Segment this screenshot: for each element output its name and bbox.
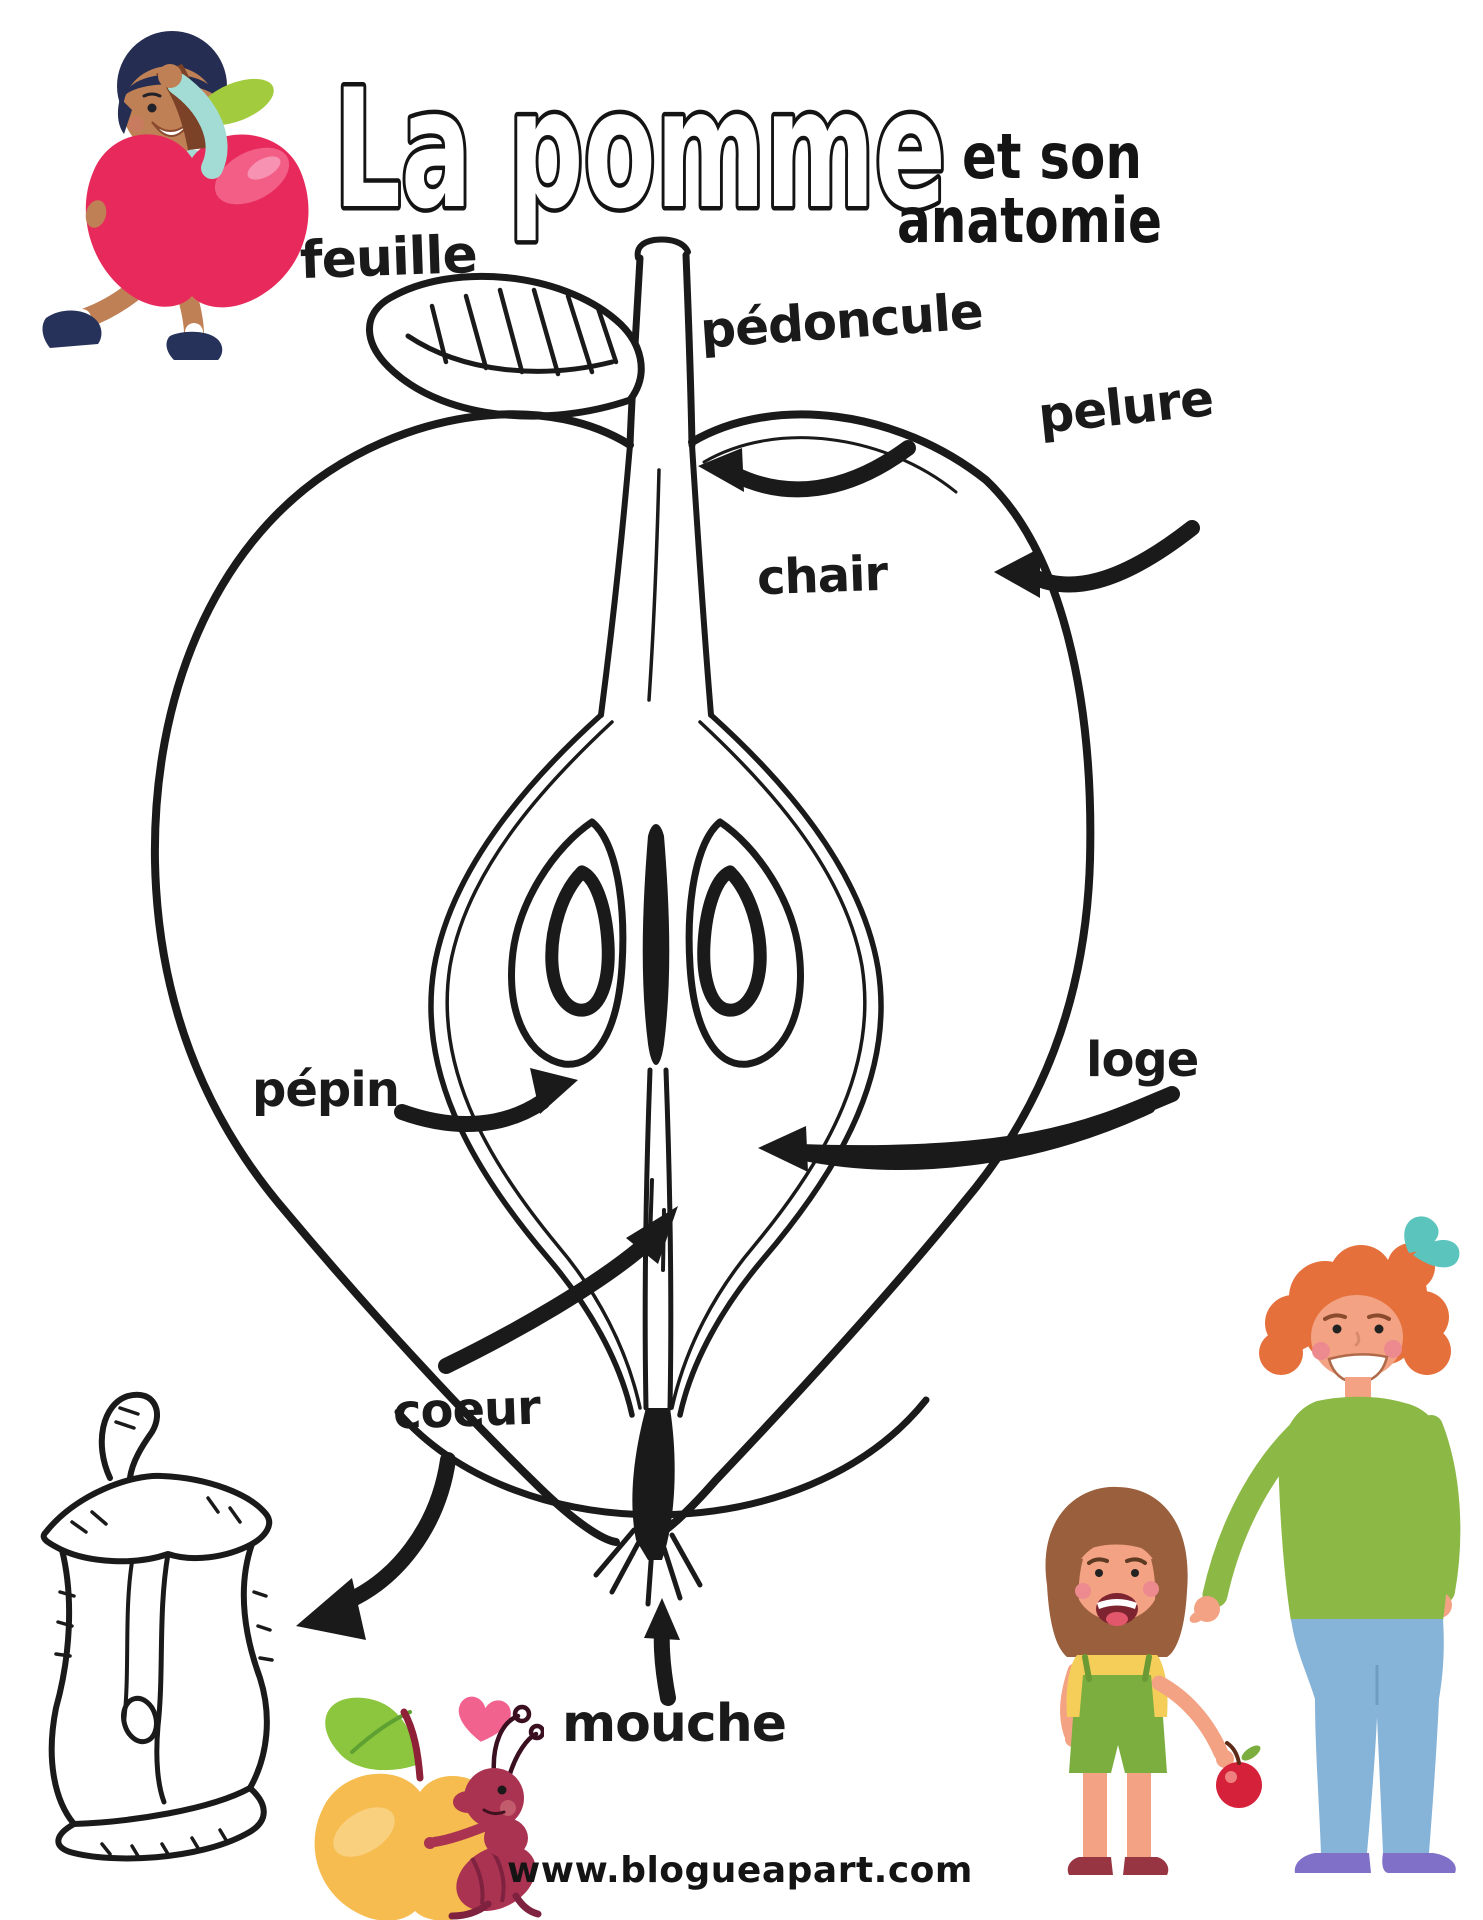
label-loge: loge: [1086, 1032, 1199, 1088]
label-feuille: feuille: [299, 224, 478, 292]
boy-carrying-apple-illustration: [42, 31, 309, 360]
ant-hugging-apple-illustration: [314, 1696, 544, 1920]
arrowhead-mouche: [644, 1598, 680, 1640]
arrow-mouche: [653, 1622, 676, 1706]
arrow-loge: [792, 1086, 1180, 1170]
woman-jeans: [1291, 1619, 1444, 1853]
label-coeur: coeur: [392, 1379, 541, 1441]
label-mouche: mouche: [562, 1694, 787, 1754]
woman-sweater: [1278, 1396, 1451, 1621]
apple-core-sketch: [40, 1391, 274, 1862]
ant: [424, 1704, 544, 1920]
boy-shoe: [42, 310, 102, 348]
label-chair: chair: [756, 545, 889, 607]
arrowhead-loge: [758, 1126, 808, 1172]
child-shoe: [1123, 1857, 1169, 1875]
title-block: La pomme et son anatomie: [330, 50, 1163, 258]
page-title: La pomme: [334, 54, 946, 245]
page-subtitle-line2: anatomie: [897, 184, 1162, 257]
arrowhead-coeur-down: [296, 1578, 366, 1640]
label-pepin: pépin: [252, 1062, 400, 1118]
arrow-coeur-down: [338, 1452, 456, 1610]
woman-shoe: [1294, 1853, 1371, 1873]
seed-drawing: [545, 865, 767, 1017]
core-boundary-drawing: [428, 712, 884, 1418]
arrow-pedoncule: [726, 440, 916, 498]
page-subtitle-line1: et son: [962, 120, 1142, 193]
arrowhead-pepin: [530, 1068, 578, 1114]
woman: [1189, 1216, 1461, 1873]
child-overalls: [1079, 1675, 1155, 1721]
arrow-coeur-up: [438, 1234, 656, 1374]
stem-drawing: [598, 236, 714, 718]
woman-shoe: [1382, 1853, 1456, 1873]
core-axis-drawing: [593, 824, 703, 1607]
seed-cavity-drawing: [508, 818, 804, 1068]
arrowhead-coeur-up: [626, 1206, 678, 1264]
woman-giving-apple-to-child-illustration: [1045, 1216, 1461, 1875]
boy-shoe: [166, 331, 223, 360]
arrow-pelure: [1024, 520, 1200, 593]
website-url: www.blogueapart.com: [507, 1850, 973, 1891]
leaf-drawing: [366, 272, 645, 420]
child-shoe: [1067, 1857, 1113, 1875]
arrowhead-pelure: [994, 548, 1040, 598]
child: [1045, 1486, 1262, 1875]
heart-icon: [458, 1696, 511, 1742]
arrow-pepin: [394, 1094, 550, 1132]
arrowhead-pedoncule: [698, 448, 744, 492]
annotation-arrows: [296, 440, 1200, 1706]
small-red-apple: [1216, 1762, 1262, 1808]
